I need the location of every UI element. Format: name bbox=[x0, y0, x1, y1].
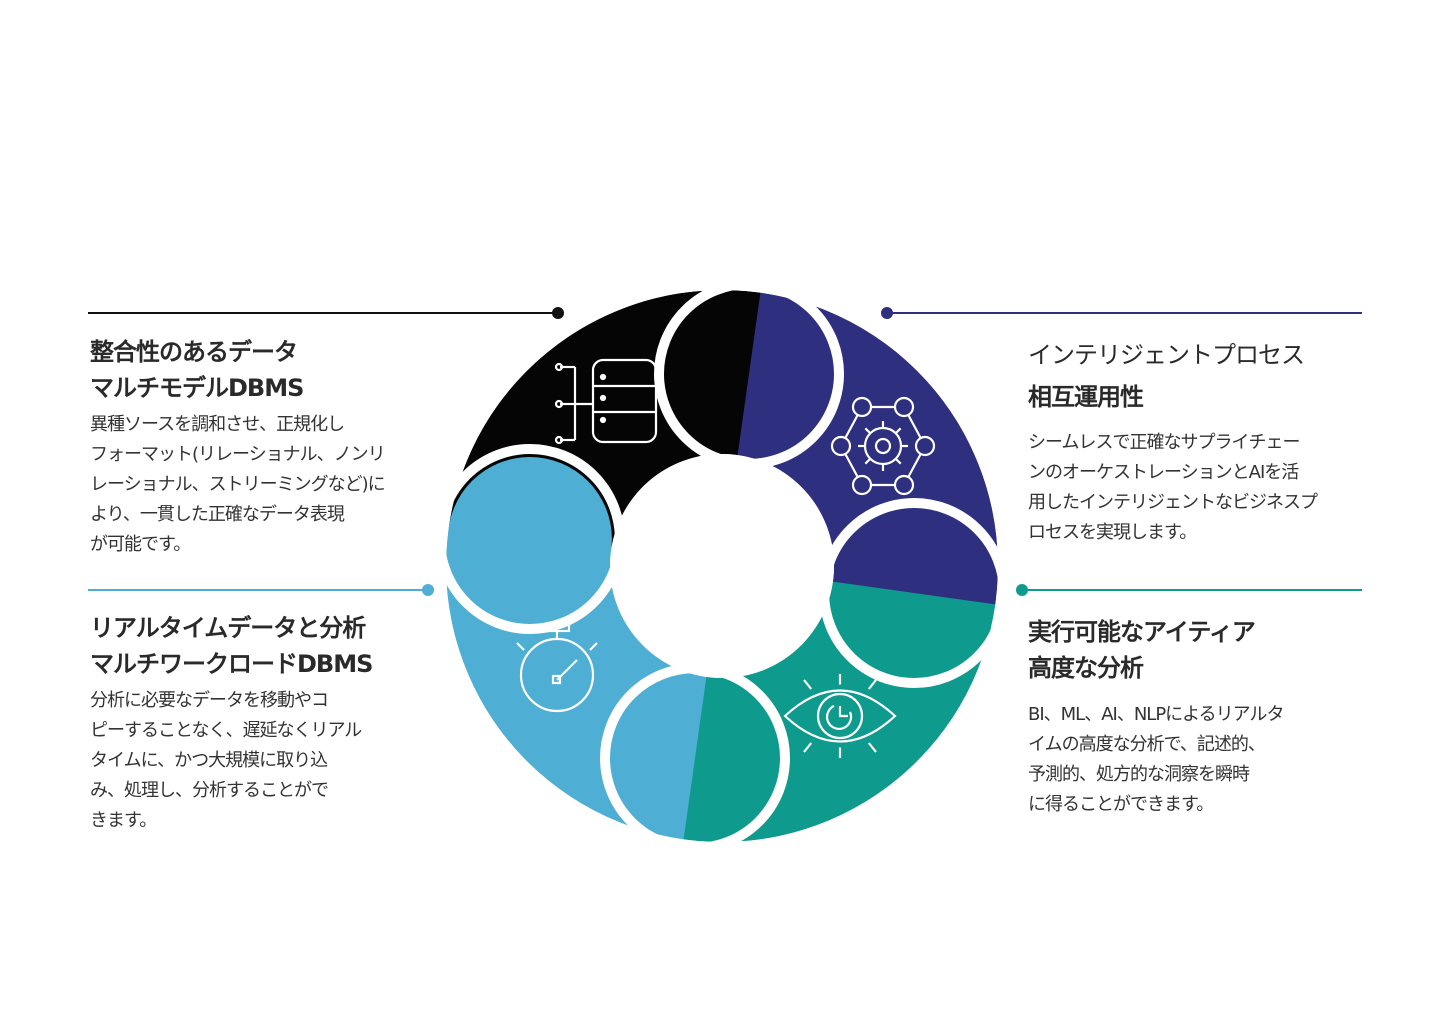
body-line: フォーマット(リレーショナル、ノンリ bbox=[90, 444, 386, 465]
database-icon bbox=[554, 358, 658, 445]
ring-center bbox=[610, 454, 834, 678]
segment-realtime-data-head bbox=[447, 457, 612, 622]
body-line: シームレスで正確なサプライチェー bbox=[1028, 432, 1300, 453]
body-line: より、一貫した正確なデータ表現 bbox=[90, 504, 345, 525]
stopwatch-icon bbox=[516, 621, 598, 713]
body-line: きます。 bbox=[90, 810, 157, 831]
connector-dot-mid-left bbox=[422, 584, 434, 596]
body-line: が可能です。 bbox=[90, 534, 191, 555]
gear-network-icon bbox=[830, 396, 936, 496]
title-line: インテリジェントプロセス bbox=[1028, 341, 1305, 369]
connector-dot-top-right bbox=[881, 307, 893, 319]
section-title: リアルタイムデータと分析マルチワークロードDBMS bbox=[90, 610, 430, 682]
title-line: マルチワークロードDBMS bbox=[90, 650, 373, 678]
connector-line-top-right bbox=[887, 312, 1362, 314]
section-consistent-data: 整合性のあるデータマルチモデルDBMS 異種ソースを調和させ、正規化しフォーマッ… bbox=[90, 334, 430, 560]
connector-dot-mid-right bbox=[1016, 584, 1028, 596]
title-line: マルチモデルDBMS bbox=[90, 374, 304, 402]
title-line: 高度な分析 bbox=[1028, 654, 1144, 682]
section-title: 実行可能なアイティア高度な分析 bbox=[1028, 614, 1368, 686]
connector-line-mid-right bbox=[1022, 589, 1362, 591]
section-actionable-insight: 実行可能なアイティア高度な分析 BI、ML、AI、NLPによるリアルタイムの高度… bbox=[1028, 614, 1368, 820]
title-line: 実行可能なアイティア bbox=[1028, 618, 1256, 646]
section-title: インテリジェントプロセス相互運用性 bbox=[1028, 334, 1368, 418]
connector-line-mid-left bbox=[88, 589, 428, 591]
body-line: レーショナル、ストリーミングなど)に bbox=[90, 474, 386, 495]
connector-dot-top-left bbox=[552, 307, 564, 319]
title-line: 整合性のあるデータ bbox=[90, 338, 298, 366]
body-line: イムの高度な分析で、記述的、 bbox=[1028, 734, 1266, 755]
eye-icon bbox=[783, 674, 897, 758]
ring-outer-mask bbox=[366, 210, 1078, 922]
body-line: 用したインテリジェントなビジネスプ bbox=[1028, 492, 1318, 513]
section-intelligent-process: インテリジェントプロセス相互運用性 シームレスで正確なサプライチェーンのオーケス… bbox=[1028, 334, 1368, 548]
body-line: 異種ソースを調和させ、正規化し bbox=[90, 414, 345, 435]
body-line: 分析に必要なデータを移動やコ bbox=[90, 690, 329, 711]
section-body: 異種ソースを調和させ、正規化しフォーマット(リレーショナル、ノンリレーショナル、… bbox=[90, 410, 430, 560]
body-line: ンのオーケストレーションとAIを活 bbox=[1028, 462, 1299, 483]
body-line: に得ることができます。 bbox=[1028, 794, 1214, 815]
title-line: 相互運用性 bbox=[1028, 383, 1144, 411]
section-body: 分析に必要なデータを移動やコピーすることなく、遅延なくリアルタイムに、かつ大規模… bbox=[90, 686, 430, 836]
title-line: リアルタイムデータと分析 bbox=[90, 614, 366, 642]
body-line: BI、ML、AI、NLPによるリアルタ bbox=[1028, 704, 1284, 725]
body-line: み、処理し、分析することがで bbox=[90, 780, 329, 801]
body-line: 予測的、処方的な洞察を瞬時 bbox=[1028, 764, 1250, 785]
section-title: 整合性のあるデータマルチモデルDBMS bbox=[90, 334, 430, 406]
body-line: ロセスを実現します。 bbox=[1028, 522, 1197, 543]
section-body: シームレスで正確なサプライチェーンのオーケストレーションとAIを活用したインテリ… bbox=[1028, 428, 1368, 548]
section-body: BI、ML、AI、NLPによるリアルタイムの高度な分析で、記述的、予測的、処方的… bbox=[1028, 700, 1368, 820]
section-realtime-data: リアルタイムデータと分析マルチワークロードDBMS 分析に必要なデータを移動やコ… bbox=[90, 610, 430, 836]
connector-line-top-left bbox=[88, 312, 558, 314]
body-line: ピーすることなく、遅延なくリアル bbox=[90, 720, 362, 741]
body-line: タイムに、かつ大規模に取り込 bbox=[90, 750, 328, 771]
